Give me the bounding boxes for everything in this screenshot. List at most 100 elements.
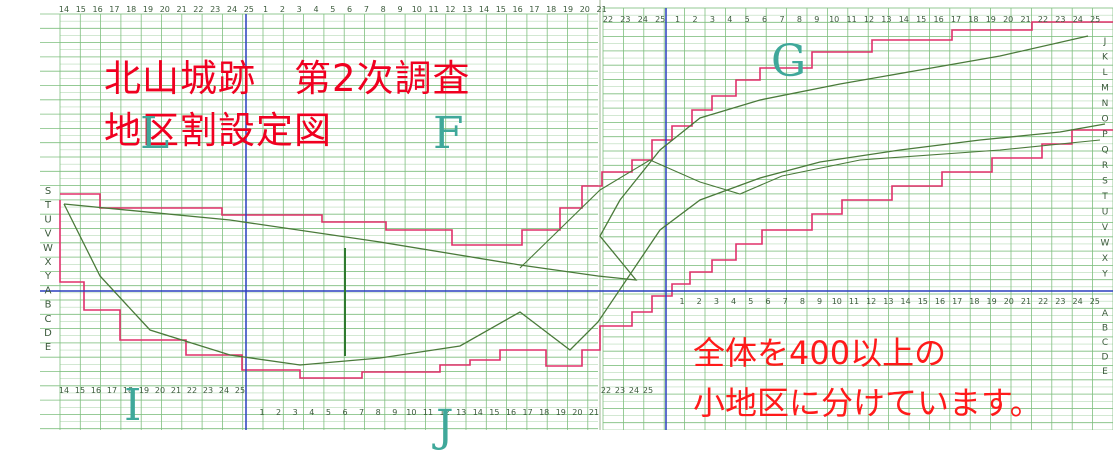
top-number: 13 xyxy=(462,5,472,14)
row-letter: Y xyxy=(44,271,52,282)
bottom-number: 20 xyxy=(572,408,582,417)
row-letter: R xyxy=(1102,161,1108,171)
top-number: 18 xyxy=(126,5,136,14)
top-number: 1 xyxy=(263,5,268,14)
top-number: 17 xyxy=(529,5,539,14)
top-number: 16 xyxy=(93,5,103,14)
bottom-number: 19 xyxy=(139,386,149,395)
row-letter: A xyxy=(1102,309,1109,319)
top-number: 24 xyxy=(1073,15,1083,24)
mid-number: 21 xyxy=(1021,297,1031,306)
bottom-number: 25 xyxy=(235,386,245,395)
bottom-number: 24 xyxy=(219,386,229,395)
bottom-number: 15 xyxy=(75,386,85,395)
top-number: 10 xyxy=(412,5,422,14)
top-number: 21 xyxy=(177,5,187,14)
bottom-number: 15 xyxy=(489,408,499,417)
bottom-number: 18 xyxy=(123,386,133,395)
top-number: 14 xyxy=(59,5,69,14)
top-number: 17 xyxy=(951,15,961,24)
outline-inner xyxy=(519,139,1101,269)
bottom-number: 24 xyxy=(629,386,639,395)
mid-number: 13 xyxy=(883,297,893,306)
top-number: 4 xyxy=(313,5,318,14)
mid-number: 17 xyxy=(952,297,962,306)
top-number: 3 xyxy=(710,15,715,24)
top-number: 3 xyxy=(297,5,302,14)
mid-number: 7 xyxy=(783,297,788,306)
bottom-number: 25 xyxy=(643,386,653,395)
top-number: 19 xyxy=(563,5,573,14)
bottom-number: 11 xyxy=(423,408,433,417)
top-number: 24 xyxy=(638,15,648,24)
mid-number: 24 xyxy=(1073,297,1083,306)
outline-upper xyxy=(63,35,1089,281)
zone-label-f: F xyxy=(433,108,464,159)
top-number: 4 xyxy=(727,15,732,24)
row-letter: T xyxy=(1101,192,1108,202)
top-number: 5 xyxy=(745,15,750,24)
row-letter: X xyxy=(45,257,52,268)
top-number: 20 xyxy=(580,5,590,14)
row-letter: B xyxy=(1102,324,1108,334)
mid-number: 16 xyxy=(935,297,945,306)
top-number: 19 xyxy=(143,5,153,14)
bottom-number: 14 xyxy=(473,408,483,417)
mid-number: 12 xyxy=(866,297,876,306)
row-letter: S xyxy=(45,186,51,197)
row-letter: O xyxy=(1101,115,1108,125)
top-number: 20 xyxy=(160,5,170,14)
row-letter: W xyxy=(1101,239,1110,249)
top-number: 6 xyxy=(347,5,352,14)
mid-number: 8 xyxy=(800,297,805,306)
mid-number: 20 xyxy=(1004,297,1014,306)
mid-number: 11 xyxy=(849,297,859,306)
district-boundaries xyxy=(59,21,1113,379)
bottom-number: 1 xyxy=(259,408,264,417)
bottom-number: 16 xyxy=(91,386,101,395)
top-number: 23 xyxy=(620,15,630,24)
site-outline xyxy=(63,35,1106,366)
zone-label-j: J xyxy=(436,401,454,452)
bottom-number: 16 xyxy=(506,408,516,417)
row-letter: U xyxy=(1102,208,1109,218)
top-number: 8 xyxy=(797,15,802,24)
bottom-number: 21 xyxy=(589,408,599,417)
bottom-number: 9 xyxy=(392,408,397,417)
bottom-number: 18 xyxy=(539,408,549,417)
row-letter: S xyxy=(1102,177,1108,187)
top-number: 23 xyxy=(210,5,220,14)
top-number: 14 xyxy=(899,15,909,24)
top-number: 22 xyxy=(193,5,203,14)
zone-label-l: L xyxy=(140,108,170,159)
bottom-number: 22 xyxy=(187,386,197,395)
row-letter: X xyxy=(1102,254,1108,264)
top-number: 15 xyxy=(496,5,506,14)
map-title-line-2: 地区割設定図 xyxy=(104,109,332,152)
top-number: 25 xyxy=(244,5,254,14)
top-number: 21 xyxy=(597,5,607,14)
top-number: 7 xyxy=(779,15,784,24)
map-note-line-2: 小地区に分けています。 xyxy=(693,384,1042,422)
top-number: 12 xyxy=(445,5,455,14)
row-letter: L xyxy=(1102,68,1107,78)
top-number: 15 xyxy=(916,15,926,24)
row-letter: Y xyxy=(1101,270,1108,280)
mid-number: 5 xyxy=(748,297,753,306)
map-note-line-1: 全体を400以上の xyxy=(693,334,947,372)
row-letter: U xyxy=(44,214,51,225)
row-letter: K xyxy=(1102,53,1109,63)
row-letter: E xyxy=(1102,367,1108,377)
row-letter: J xyxy=(1103,37,1107,47)
bottom-number: 4 xyxy=(309,408,314,417)
mid-number: 2 xyxy=(697,297,702,306)
top-number: 11 xyxy=(429,5,439,14)
row-letter: V xyxy=(1102,223,1109,233)
row-letter: Q xyxy=(1101,146,1108,156)
top-number: 9 xyxy=(814,15,819,24)
zone-label-i: I xyxy=(124,380,142,431)
bottom-number: 23 xyxy=(615,386,625,395)
bottom-number: 3 xyxy=(293,408,298,417)
mid-number: 22 xyxy=(1038,297,1048,306)
